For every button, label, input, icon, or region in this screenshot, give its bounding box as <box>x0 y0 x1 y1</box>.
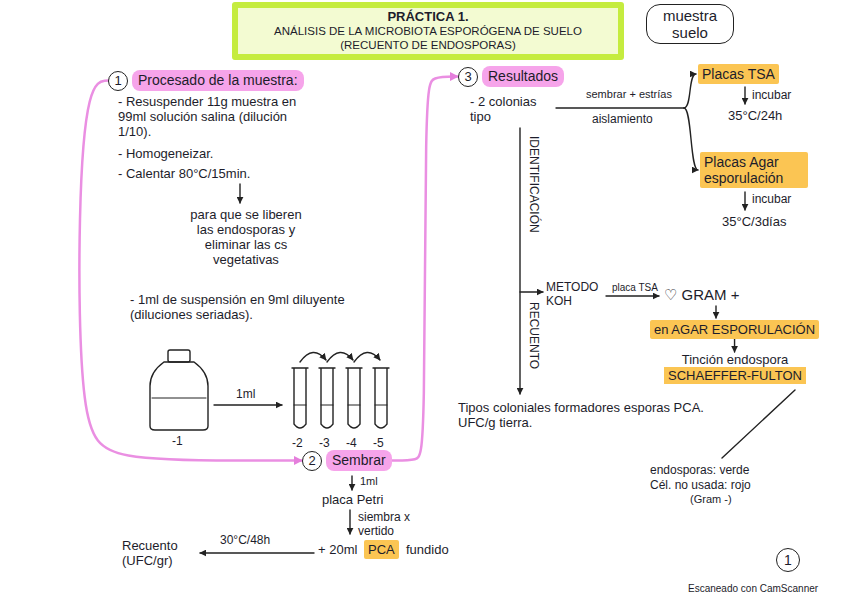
medium-highlight: Placas Agar esporulación <box>700 152 808 188</box>
node-text: muestra suelo <box>663 7 717 41</box>
watermark: Escaneado con CamScanner <box>688 583 818 595</box>
note-text: - Resuspender 11g muestra en 99ml soluci… <box>118 94 323 139</box>
connector <box>79 81 302 461</box>
note-text: -4 <box>346 436 357 450</box>
note-text: -5 <box>373 436 384 450</box>
transfer-arrow <box>354 352 380 362</box>
note-text: incubar <box>752 88 791 102</box>
test-tube <box>292 368 308 428</box>
note-text: -1 <box>172 434 183 448</box>
node-text: en AGAR ESPORULACIÓN <box>654 322 815 337</box>
note-text: Recuento (UFC/gr) <box>122 538 198 568</box>
section-header: 1Procesado de la muestra: <box>108 70 304 91</box>
note-text: METODO KOH <box>546 280 604 308</box>
node-subtext: ANÁLISIS DE LA MICROBIOTA ESPORÓGENA DE … <box>246 24 610 52</box>
node-text: PRÁCTICA 1. <box>246 10 610 24</box>
arrow-line <box>556 107 684 108</box>
arrow <box>200 552 314 553</box>
note-text: + 20ml <box>318 542 357 557</box>
arrow <box>520 291 543 292</box>
note-text: 35°C/24h <box>728 108 782 123</box>
connector <box>734 339 735 352</box>
tube-liquid <box>294 405 387 406</box>
sample-box: muestra suelo <box>646 4 734 44</box>
arrow <box>214 404 282 405</box>
node-text: 1 <box>108 71 128 91</box>
page-number: 1 <box>776 548 800 572</box>
medium-highlight: en AGAR ESPORULACIÓN <box>650 320 819 339</box>
fork-arrow <box>684 74 696 108</box>
node-subtext: SCHAEFFER-FULTON <box>664 367 806 384</box>
stain-method: Tinción endosporaSCHAEFFER-FULTON <box>660 352 810 384</box>
note-text: ♡ GRAM + <box>664 286 740 303</box>
arrow <box>519 128 520 394</box>
arrow <box>606 295 659 296</box>
arrow <box>715 306 716 318</box>
arrow <box>351 476 352 490</box>
test-tube <box>319 368 335 428</box>
node-text: PCA <box>368 542 395 557</box>
test-tube <box>346 368 362 428</box>
note-text: incubar <box>752 192 791 206</box>
arrow <box>744 192 745 210</box>
medium-highlight: Placas TSA <box>698 64 779 84</box>
note-text: aislamiento <box>592 112 653 126</box>
node-subtext: Sembrar <box>326 450 392 471</box>
title-box: PRÁCTICA 1.ANÁLISIS DE LA MICROBIOTA ESP… <box>232 2 624 60</box>
note-text: - Homogeneizar. <box>118 146 213 161</box>
note-text: placa TSA <box>612 282 658 294</box>
connector <box>392 77 458 461</box>
transfer-arrow <box>300 352 326 362</box>
note-text: Cél. no usada: rojo <box>650 478 751 492</box>
note-text: para que se liberen las endosporas y eli… <box>190 207 302 267</box>
note-text: sembrar + estrías <box>586 88 672 101</box>
note-text: -2 <box>292 436 303 450</box>
note-text: 35°C/3días <box>722 214 786 229</box>
node-text: Placas Agar esporulación <box>704 154 783 186</box>
note-text: siembra x vertido <box>358 510 430 538</box>
note-text: 30°C/48h <box>220 533 270 547</box>
transfer-arrow <box>327 352 353 362</box>
medium-highlight: PCA <box>364 540 399 559</box>
node-subtext: Resultados <box>482 66 564 87</box>
note-text: 1ml <box>236 387 255 401</box>
fork-arrow <box>684 108 698 170</box>
note-text: IDENTIFICACIÓN <box>527 136 541 233</box>
note-text: fundido <box>406 542 449 557</box>
node-text: 3 <box>458 67 478 87</box>
arrow <box>349 510 350 534</box>
note-text: 1ml <box>360 475 378 488</box>
test-tube <box>373 368 389 428</box>
note-text: -3 <box>319 436 330 450</box>
bottle-cap <box>168 350 190 362</box>
bottle-liquid <box>152 398 206 399</box>
note-text: placa Petri <box>322 492 383 507</box>
node-text: 1 <box>784 552 792 568</box>
note-text: - 1ml de suspensión en 9ml diluyente (di… <box>130 292 362 322</box>
arrow <box>744 87 745 104</box>
node-text: 2 <box>302 451 322 471</box>
note-text: RECUENTO <box>527 302 541 369</box>
section-header: 3Resultados <box>458 66 564 87</box>
node-subtext: Procesado de la muestra: <box>132 70 304 91</box>
note-text: (Gram -) <box>690 493 732 506</box>
note-text: endosporas: verde <box>650 463 749 477</box>
note-text: - Calentar 80°C/15min. <box>118 166 250 181</box>
section-header: 2Sembrar <box>302 450 392 471</box>
leader-line <box>722 390 795 458</box>
note-text: - 2 colonias tipo <box>470 94 554 124</box>
note-text: Tipos coloniales formadores esporas PCA.… <box>458 400 726 430</box>
node-text: Tinción endospora <box>682 352 788 367</box>
bottle <box>150 362 208 430</box>
node-text: Placas TSA <box>702 66 775 82</box>
arrow <box>239 184 240 203</box>
